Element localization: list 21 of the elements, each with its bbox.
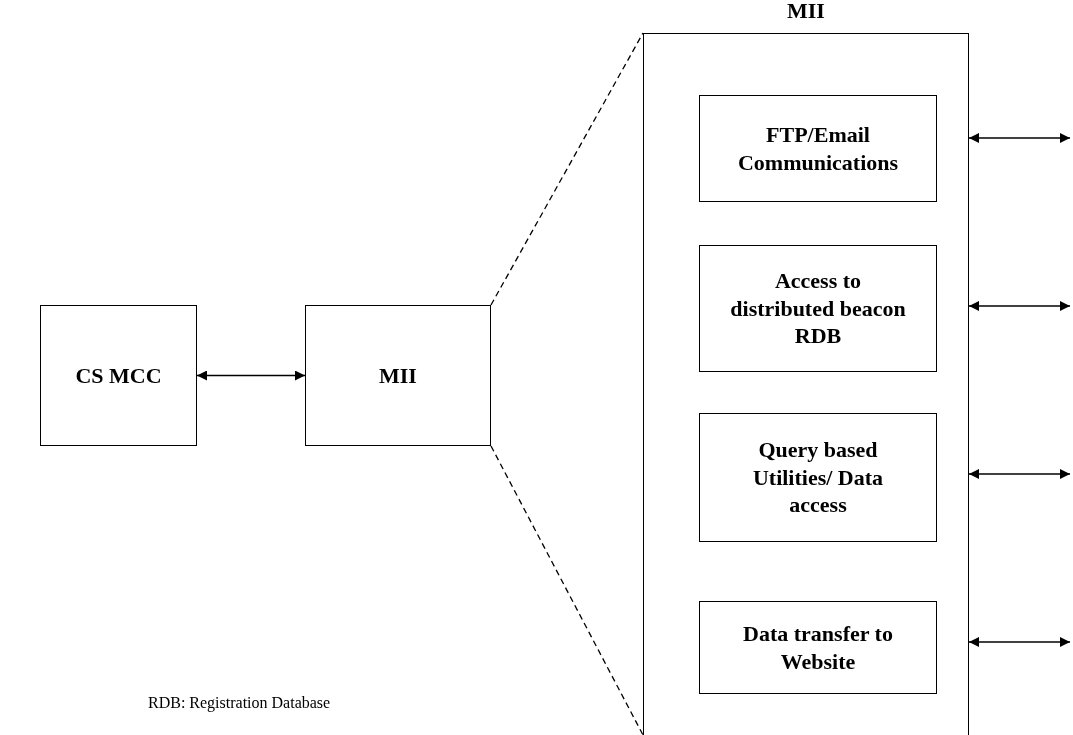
box-label: Access to distributed beacon RDB	[729, 267, 907, 350]
process-box	[699, 245, 937, 372]
box-label: Query based Utilities/ Data access	[751, 436, 885, 519]
process-box	[699, 601, 937, 694]
double-arrow	[968, 133, 1071, 143]
double-arrow	[968, 301, 1071, 311]
dashed-line	[490, 445, 644, 735]
process-box	[305, 305, 491, 446]
box-label: Data transfer to Website	[742, 620, 894, 675]
process-box	[699, 413, 937, 542]
box-label: CS MCC	[74, 361, 163, 390]
double-arrow	[968, 469, 1071, 479]
process-box	[40, 305, 197, 446]
panel-heading: MII	[786, 0, 826, 24]
double-arrow	[968, 637, 1071, 647]
box-label: FTP/Email Communications	[736, 121, 900, 176]
note-text: RDB: Registration Database	[148, 694, 331, 712]
dashed-line	[490, 32, 644, 306]
process-box	[699, 95, 937, 202]
box-label: MII	[378, 361, 418, 390]
double-arrow	[196, 370, 306, 381]
